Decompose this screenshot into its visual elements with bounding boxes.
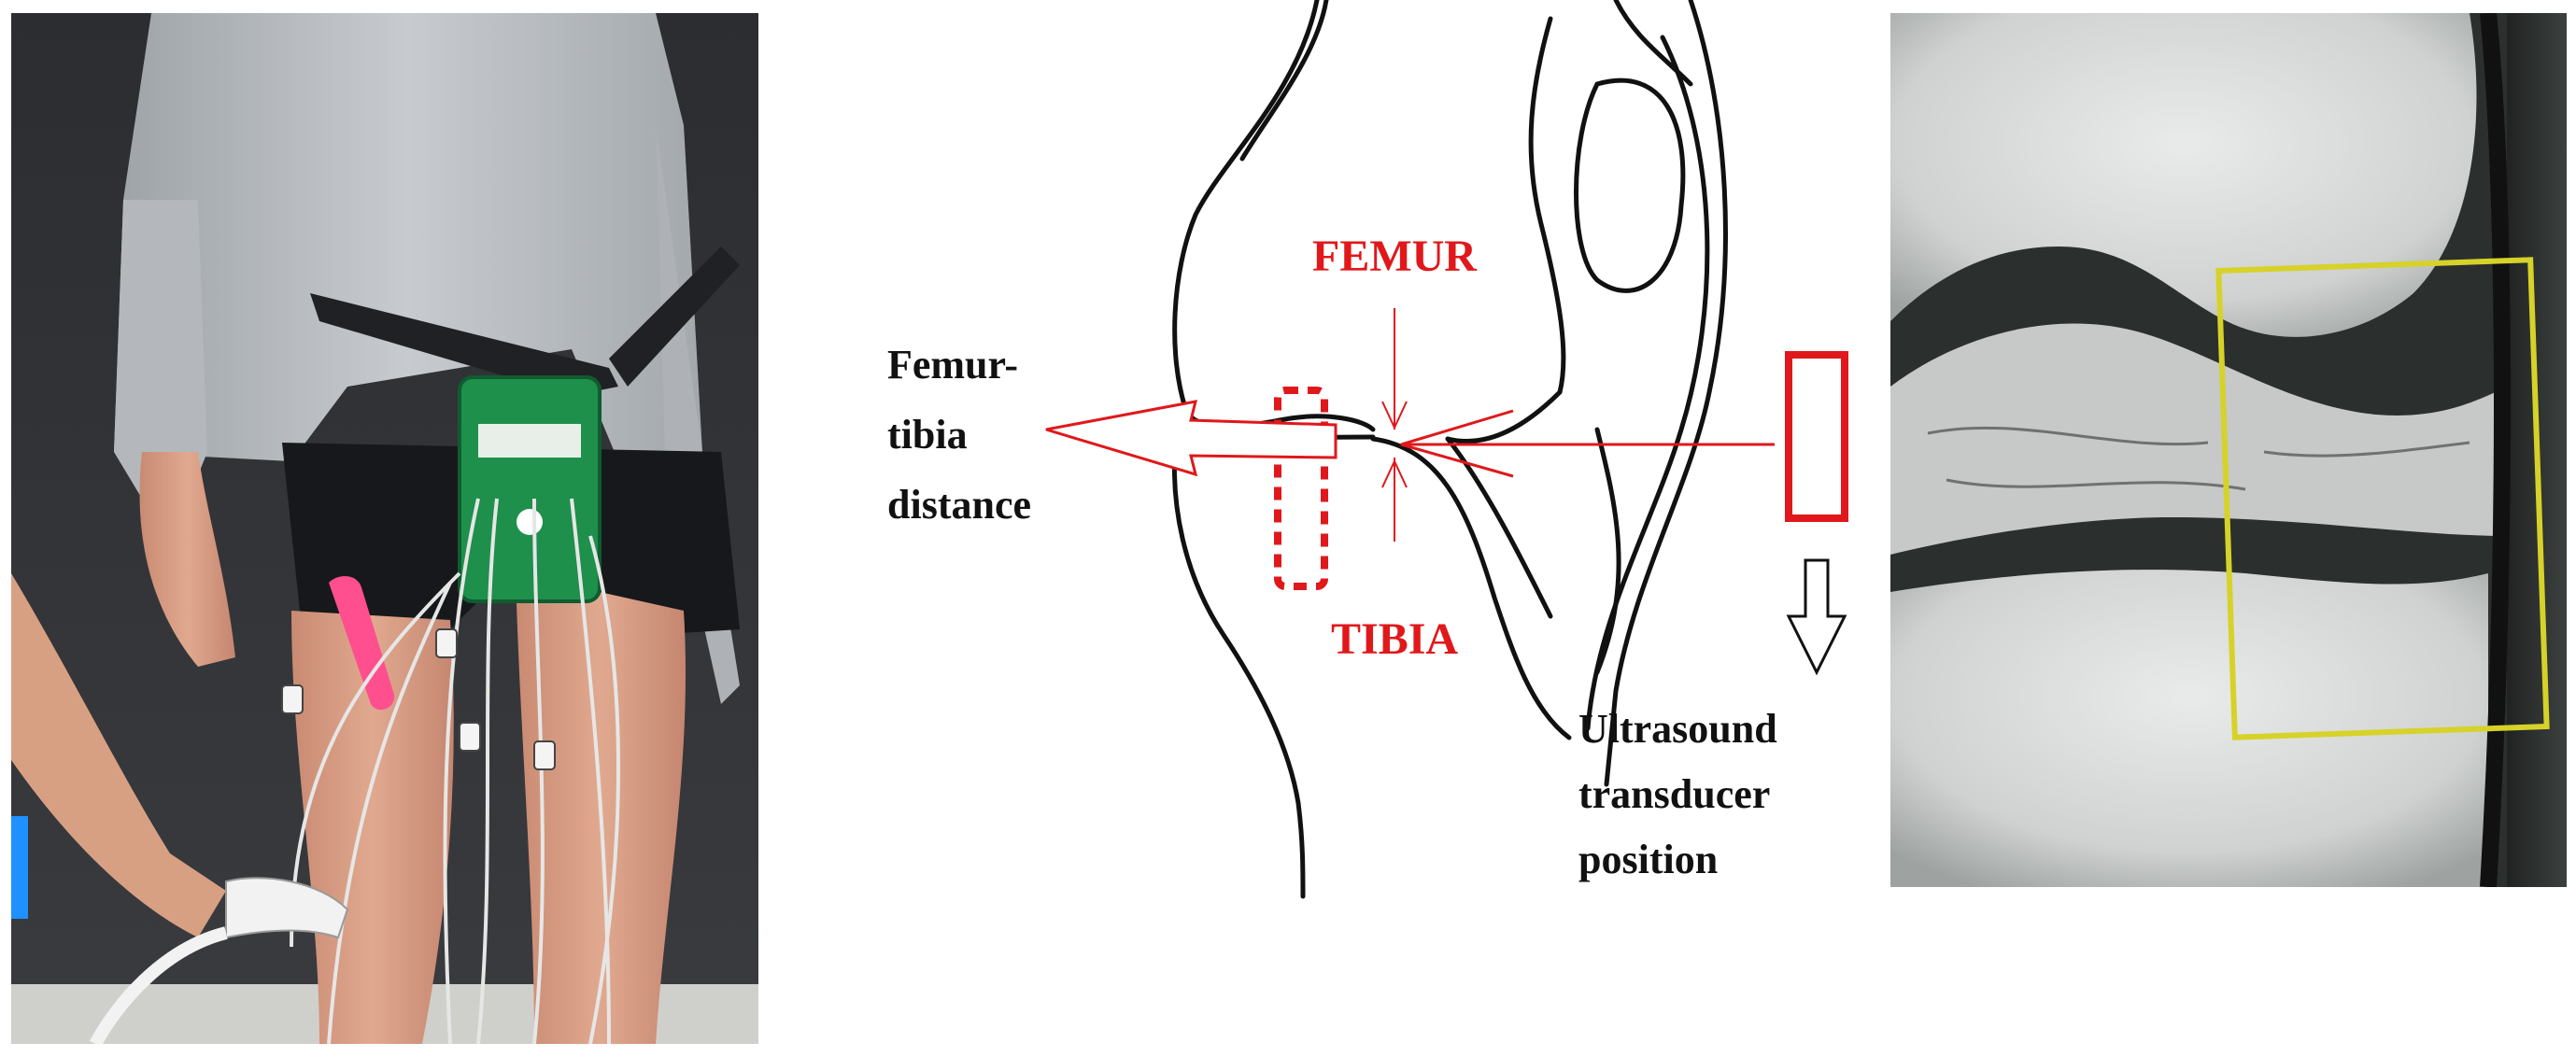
blue-object bbox=[11, 816, 28, 919]
femur-tibia-label-line1: Femur- bbox=[887, 342, 1018, 388]
subject-photo-panel bbox=[11, 13, 758, 1044]
mri-image bbox=[1890, 13, 2567, 887]
examiner-arm bbox=[11, 573, 226, 937]
device-display bbox=[478, 424, 581, 458]
mri-tibia bbox=[1890, 570, 2488, 887]
femur-label: FEMUR bbox=[1312, 232, 1478, 281]
femur-tibia-pointer-arrow bbox=[1045, 400, 1338, 477]
tibia-label: TIBIA bbox=[1331, 614, 1458, 664]
transducer-label-line2: transducer bbox=[1578, 771, 1770, 817]
patella-outline bbox=[1445, 0, 1728, 787]
ultrasound-probe bbox=[225, 877, 349, 939]
waist-belt bbox=[310, 293, 618, 396]
mri-panel bbox=[1890, 13, 2567, 887]
femur-tibia-label-line3: distance bbox=[887, 482, 1031, 528]
left-sleeve bbox=[114, 200, 207, 499]
emg-electrodes bbox=[281, 628, 556, 770]
femur-outline bbox=[1172, 0, 1376, 432]
knee-diagram: FEMUR TIBIA Femur- tibia distance Ultras… bbox=[887, 0, 1848, 899]
transducer-label-line1: Ultrasound bbox=[1578, 706, 1777, 752]
device-logo-icon bbox=[517, 509, 543, 535]
knee-diagram-panel: FEMUR TIBIA Femur- tibia distance Ultras… bbox=[794, 0, 1868, 1057]
belt-strap bbox=[609, 247, 740, 387]
transducer-move-arrow bbox=[1786, 558, 1847, 676]
mri-femur bbox=[1890, 13, 2477, 337]
femur-tibia-label-line2: tibia bbox=[887, 412, 968, 458]
joint-space-box bbox=[1274, 387, 1328, 590]
mri-roi-box bbox=[2215, 257, 2550, 740]
mri-cartilage bbox=[1890, 323, 2507, 555]
mri-cartilage-texture bbox=[1927, 426, 2470, 491]
mri-dark-boundary bbox=[2480, 13, 2511, 887]
left-hand bbox=[139, 452, 235, 667]
ultrasound-beam bbox=[1400, 409, 1775, 478]
grey-shirt bbox=[114, 13, 702, 461]
distance-markers bbox=[1381, 401, 1408, 488]
ultrasound-transducer bbox=[1785, 351, 1848, 522]
transducer-label-line3: position bbox=[1578, 837, 1718, 882]
subject-photo bbox=[11, 13, 758, 1044]
probe-cable bbox=[89, 926, 228, 1044]
kinesiology-tape bbox=[329, 576, 395, 711]
